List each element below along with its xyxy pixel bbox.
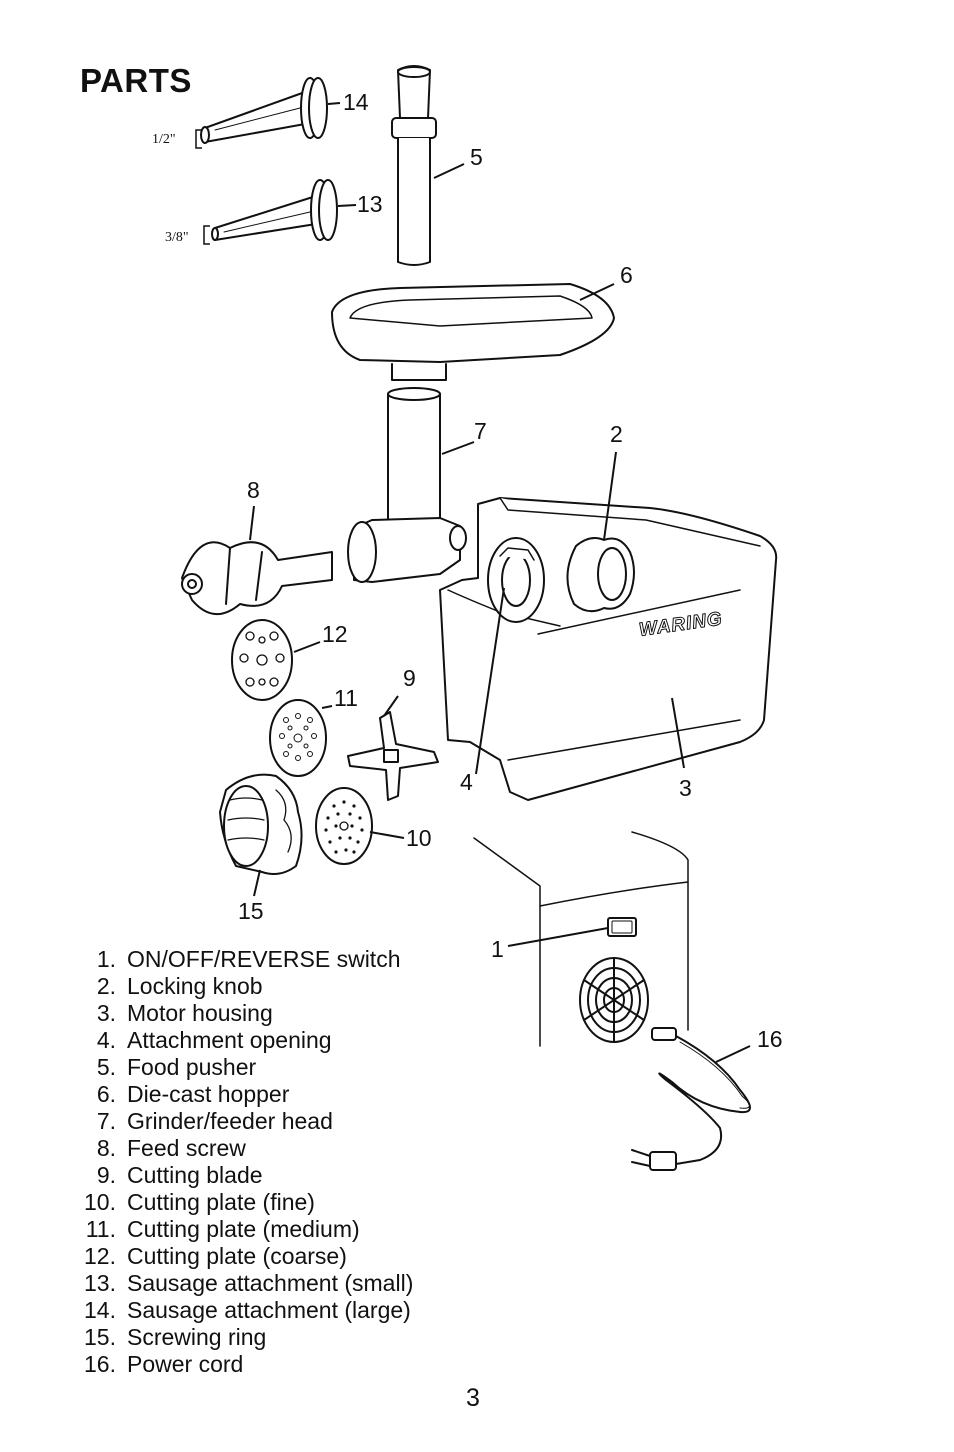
callout-7: 7 [474, 418, 487, 444]
page-title: PARTS [80, 62, 192, 99]
list-item: 15.Screwing ring [84, 1324, 267, 1350]
callout-11: 11 [334, 685, 358, 711]
list-item: 11.Cutting plate (medium) [85, 1216, 360, 1242]
callout-5: 5 [470, 144, 483, 170]
size-label-small: 3/8" [165, 230, 189, 245]
list-item: 8.Feed screw [96, 1135, 246, 1161]
callout-13: 13 [357, 191, 383, 217]
list-item: 5.Food pusher [96, 1054, 257, 1080]
feed-screw-drawing [182, 542, 332, 614]
callout-1: 1 [491, 936, 504, 962]
list-item: 9.Cutting blade [96, 1162, 263, 1188]
callout-numbers: 1 2 3 4 5 6 7 8 9 10 11 12 13 14 15 16 [238, 89, 783, 1052]
hopper-drawing [332, 284, 614, 380]
plate-coarse-drawing [232, 620, 292, 700]
grinder-head-drawing [348, 388, 466, 582]
food-pusher-drawing [392, 66, 436, 265]
callout-16: 16 [757, 1026, 783, 1052]
list-item: 14.Sausage attachment (large) [84, 1297, 411, 1323]
list-item: 13.Sausage attachment (small) [84, 1270, 414, 1296]
list-item: 6.Die-cast hopper [96, 1081, 290, 1107]
size-label-large: 1/2" [152, 132, 176, 147]
attachment-opening-drawing [488, 538, 544, 622]
plate-fine-drawing [316, 788, 372, 864]
screwing-ring-drawing [220, 775, 302, 874]
sausage-attachment-large-drawing [201, 78, 327, 143]
callout-3: 3 [679, 775, 692, 801]
callout-10: 10 [406, 825, 432, 851]
plate-medium-drawing [270, 700, 326, 776]
power-cord-drawing [632, 1028, 750, 1170]
list-item: 7.Grinder/feeder head [96, 1108, 333, 1134]
callout-14: 14 [343, 89, 369, 115]
callout-6: 6 [620, 262, 633, 288]
callout-9: 9 [403, 665, 416, 691]
list-item: 12.Cutting plate (coarse) [84, 1243, 347, 1269]
list-item: 3.Motor housing [96, 1000, 273, 1026]
locking-knob-drawing [567, 538, 634, 611]
callout-15: 15 [238, 898, 264, 924]
parts-list: 1.ON/OFF/REVERSE switch 2.Locking knob 3… [80, 946, 413, 1378]
leader-lines [250, 103, 750, 1062]
page-number: 3 [466, 1384, 480, 1412]
list-item: 16.Power cord [84, 1351, 244, 1377]
callout-12: 12 [322, 621, 348, 647]
size-labels: 1/2" 3/8" [152, 130, 210, 245]
list-item: 2.Locking knob [96, 973, 263, 999]
cutting-blade-drawing [348, 712, 438, 800]
callout-4: 4 [460, 769, 473, 795]
list-item: 10.Cutting plate (fine) [84, 1189, 315, 1215]
rear-view-drawing [474, 832, 688, 1046]
list-item: 4.Attachment opening [96, 1027, 332, 1053]
callout-2: 2 [610, 421, 623, 447]
sausage-attachment-small-drawing [212, 180, 337, 240]
callout-8: 8 [247, 477, 260, 503]
list-item: 1.ON/OFF/REVERSE switch [96, 946, 401, 972]
